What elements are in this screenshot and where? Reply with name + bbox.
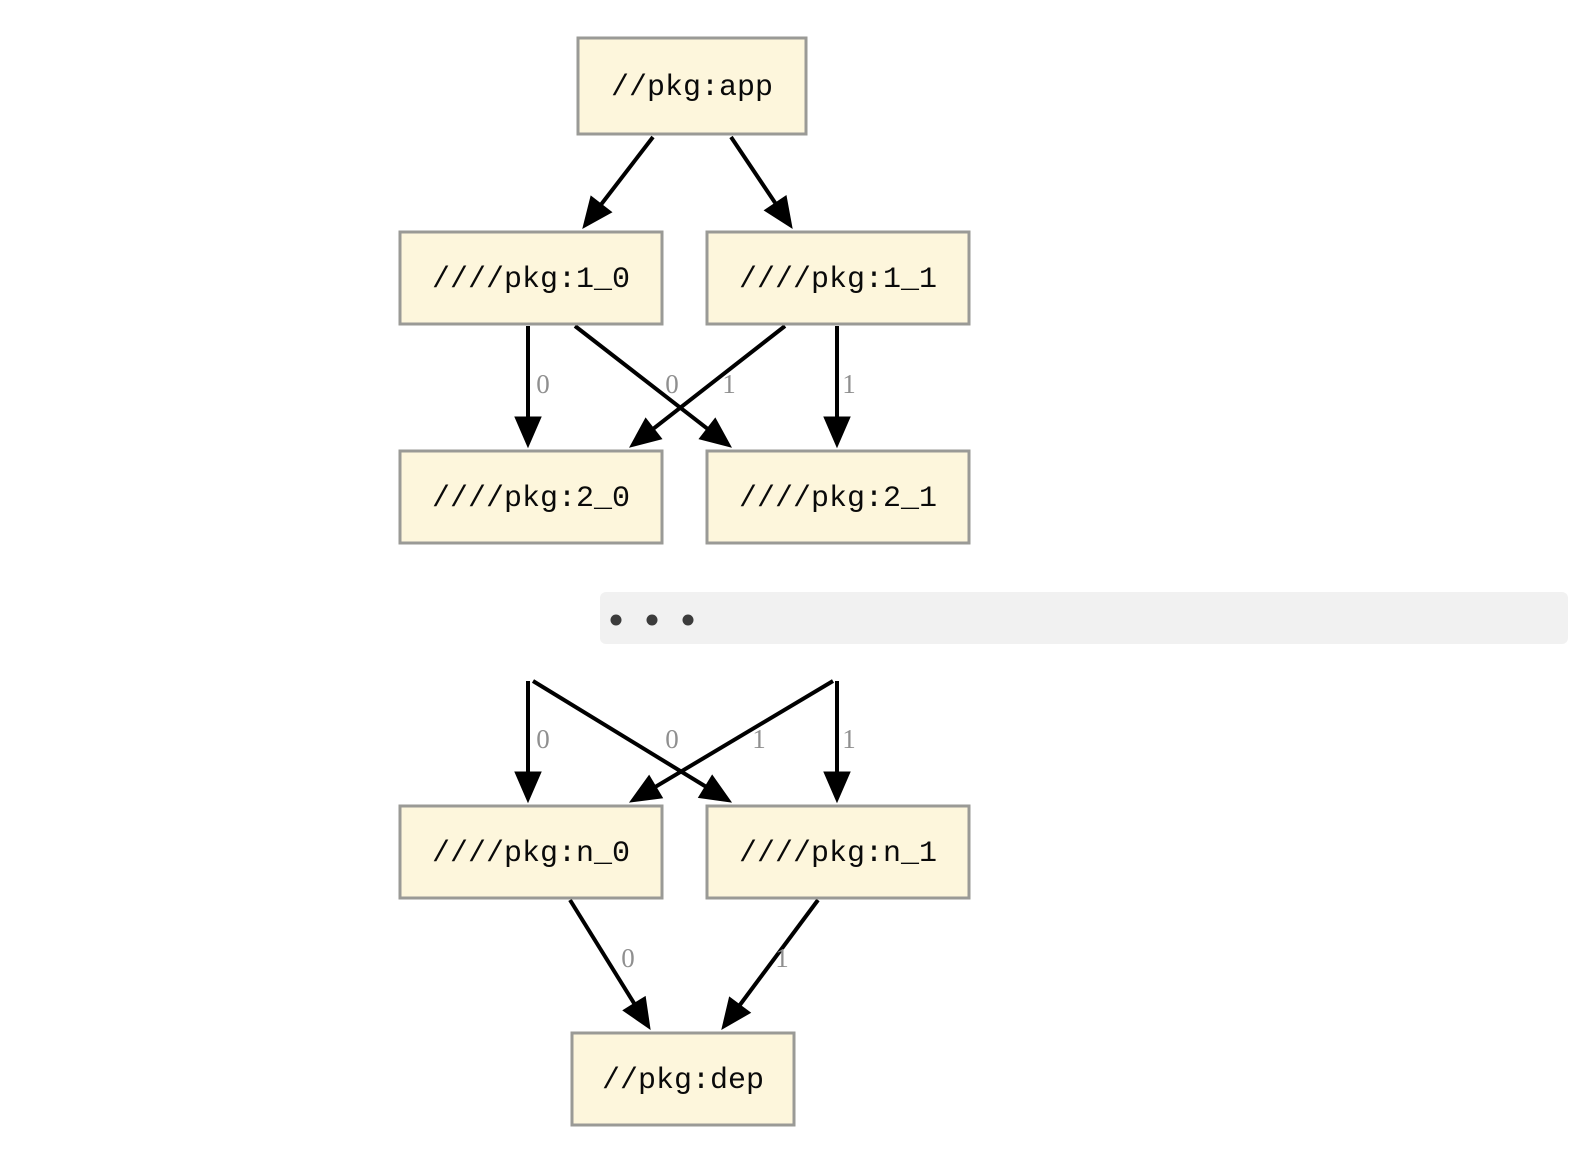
edge-line [573, 324, 714, 434]
ellipsis-dot [682, 614, 694, 626]
node-box [705, 230, 971, 326]
graph-node-ln_0[interactable]: ////pkg:n_0 [398, 804, 664, 900]
node-box [576, 36, 808, 136]
edge-label-e-n_0-dep: 0 [621, 943, 635, 973]
edge-arrowhead [763, 195, 793, 230]
edge-label-e-1_1-2_0: 1 [722, 369, 736, 399]
graph-edge-e-n_0-dep [568, 898, 651, 1031]
node-label: //pkg:app [611, 71, 773, 105]
graph-edge-e-gap-n_0 [514, 681, 542, 804]
edge-arrowhead [514, 416, 542, 449]
node-box [705, 449, 971, 545]
node-label: //pkg:dep [602, 1064, 764, 1098]
edge-arrowhead [698, 417, 732, 448]
node-label: ////pkg:2_0 [432, 482, 630, 516]
graph-edge-e-1_0-2_1 [573, 324, 732, 448]
graph-node-l2_1[interactable]: ////pkg:2_1 [705, 449, 971, 545]
graph-node-ln_1[interactable]: ////pkg:n_1 [705, 804, 971, 900]
graph-edge-e-1_0-2_0 [514, 326, 542, 449]
graph-edge-e-app-1_1 [729, 135, 793, 230]
graph-node-l2_0[interactable]: ////pkg:2_0 [398, 449, 664, 545]
graph-edge-e-gap-n_0b [628, 679, 835, 803]
edge-label-e-gap-n_0: 0 [536, 724, 550, 754]
edge-label-e-1_0-2_0: 0 [536, 369, 550, 399]
edge-line [729, 135, 781, 210]
edge-label-e-gap-n_0b: 1 [752, 724, 766, 754]
ellipsis-dot [610, 614, 622, 626]
edge-line [647, 324, 787, 434]
edge-label-e-gap-n_1a: 0 [665, 724, 679, 754]
edge-arrowhead [514, 771, 542, 804]
graph-edge-e-1_1-2_1 [823, 326, 851, 449]
node-label: ////pkg:n_1 [739, 837, 937, 871]
edge-line [568, 898, 640, 1010]
edge-line [734, 898, 820, 1011]
graph-node-l1_1[interactable]: ////pkg:1_1 [705, 230, 971, 326]
edge-line [596, 135, 655, 211]
graph-edge-e-gap-n_1a [531, 679, 733, 803]
node-box [705, 804, 971, 900]
node-box [570, 1031, 796, 1127]
graph-edge-e-gap-n_1b [823, 681, 851, 804]
node-label: ////pkg:n_0 [432, 837, 630, 871]
node-label: ////pkg:2_1 [739, 482, 937, 516]
graph-edge-e-n_1-dep [721, 898, 820, 1031]
edge-line [649, 679, 835, 792]
graph-node-dep[interactable]: //pkg:dep [570, 1031, 796, 1127]
edge-label-e-gap-n_1b: 1 [842, 724, 856, 754]
ellipsis-band-background [600, 592, 1568, 644]
edge-arrowhead [622, 995, 651, 1031]
node-box [398, 804, 664, 900]
node-label: ////pkg:1_0 [432, 263, 630, 297]
graph-edge-e-1_1-2_0 [629, 324, 787, 448]
edge-arrowhead [823, 416, 851, 449]
edge-arrowhead [721, 996, 752, 1031]
edge-arrowhead [823, 771, 851, 804]
edge-label-e-n_1-dep: 1 [775, 943, 789, 973]
ellipsis-separator [600, 592, 1568, 644]
graph-edge-e-app-1_0 [582, 135, 655, 229]
edge-layer [514, 135, 851, 1031]
ellipsis-dot [646, 614, 658, 626]
graph-node-l1_0[interactable]: ////pkg:1_0 [398, 230, 664, 326]
edge-arrowhead [582, 195, 613, 229]
edge-arrowhead [629, 417, 663, 448]
edge-label-layer: 0 0 1 1 0 0 1 1 0 1 [536, 369, 856, 973]
node-box [398, 230, 664, 326]
node-box [398, 449, 664, 545]
node-layer: //pkg:app ////pkg:1_0 ////pkg:1_1 ////pkg:2… [398, 36, 971, 1127]
edge-arrowhead [697, 774, 733, 803]
node-label: ////pkg:1_1 [739, 263, 937, 297]
graph-node-app[interactable]: //pkg:app [576, 36, 808, 136]
edge-label-e-1_1-2_1: 1 [842, 369, 856, 399]
edge-line [531, 679, 712, 792]
edge-arrowhead [628, 774, 664, 803]
edge-label-e-1_0-2_1: 0 [665, 369, 679, 399]
